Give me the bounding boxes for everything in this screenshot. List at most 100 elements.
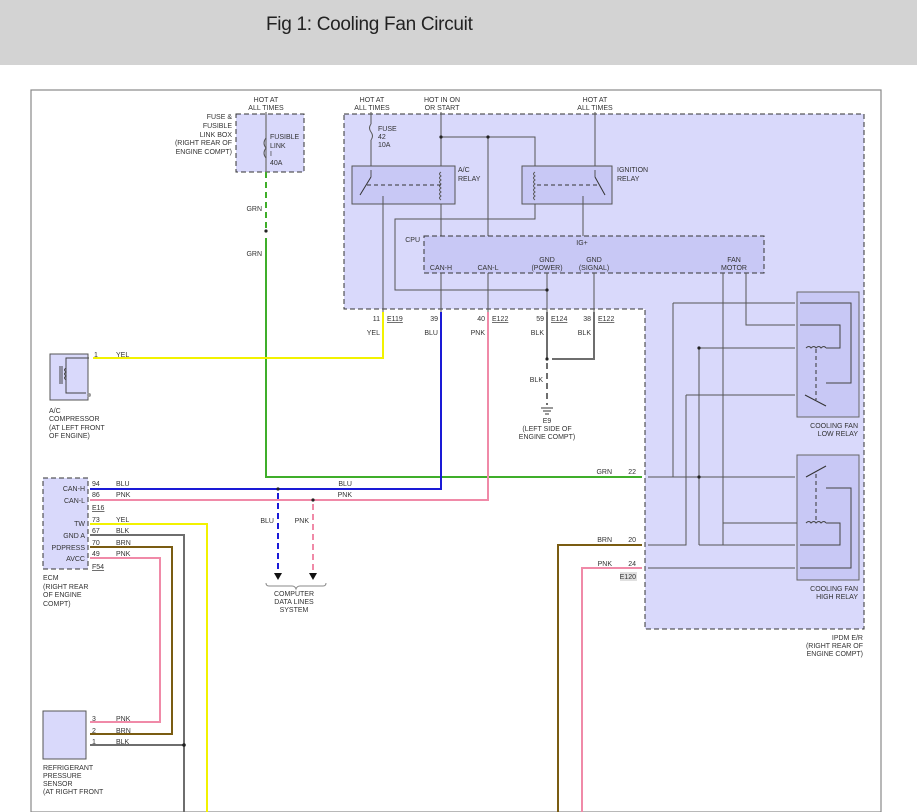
pin-number: 3 xyxy=(92,716,96,723)
wire-color-label: BLU xyxy=(116,481,130,488)
pin-number: 86 xyxy=(92,492,100,499)
ipdm-name-1: IPDM E/R xyxy=(832,635,863,642)
ipdm-supply-left-2: ALL TIMES xyxy=(354,105,390,112)
pin-number: 40 xyxy=(477,316,485,323)
ipdm-name-2: (RIGHT REAR OF xyxy=(806,643,863,650)
wire-color-label: PNK xyxy=(598,561,613,568)
connector-id: E16 xyxy=(92,505,105,512)
wire-color-label: GRN xyxy=(596,469,612,476)
wire-blu-can-h xyxy=(90,312,442,490)
brace-icon xyxy=(265,582,327,591)
cpu-gnd-power-2: (POWER) xyxy=(531,265,562,272)
high-relay-switch-icon xyxy=(805,465,827,478)
wire-color-label: PNK xyxy=(471,330,486,337)
ign-feed-branch xyxy=(441,136,536,166)
cpu-label: CPU xyxy=(405,237,420,244)
splice-dot xyxy=(264,229,268,233)
ipdm-supply-right-1: HOT AT xyxy=(583,97,608,104)
ecm-name-1: ECM xyxy=(43,575,59,582)
wire-color-label: PNK xyxy=(295,518,310,525)
cpu-fan-motor-1: FAN xyxy=(727,257,741,264)
figure-header: Fig 1: Cooling Fan Circuit xyxy=(0,0,917,65)
compressor-name-1: A/C xyxy=(49,408,61,415)
pin-number: 39 xyxy=(430,316,438,323)
connector-id: E122 xyxy=(492,316,508,323)
wire-pnk-avcc xyxy=(90,557,161,723)
ac-relay-coil-icon xyxy=(439,171,442,201)
wire-label-grn-1: GRN xyxy=(246,206,262,213)
ground-stud-icon xyxy=(87,393,91,397)
wire-color-label: BRN xyxy=(116,540,131,547)
ecm-pin-name: CAN-H xyxy=(63,486,85,493)
compressor-name-2: COMPRESSOR xyxy=(49,416,100,423)
ecm-name-2: (RIGHT REAR xyxy=(43,584,88,591)
low-relay-coil-icon xyxy=(805,346,827,349)
splice-dot xyxy=(486,135,490,139)
wire-color-label: BLK xyxy=(116,528,130,535)
ecm-name-3: OF ENGINE xyxy=(43,592,82,599)
wire-color-label: BRN xyxy=(597,537,612,544)
pin-number: 20 xyxy=(628,537,636,544)
fusible-link-icon xyxy=(263,137,267,159)
fuse-link-box: HOT AT ALL TIMES FUSE & FUSIBLE LINK BOX… xyxy=(175,97,305,173)
wire-color-label: PNK xyxy=(116,492,131,499)
fan-motor-wire-2 xyxy=(745,273,795,326)
wire-yel-tw xyxy=(90,523,208,812)
splice-dot xyxy=(439,135,443,139)
cpu-can-l-label: CAN-L xyxy=(477,265,498,272)
ign-relay-label-1: IGNITION xyxy=(617,167,648,174)
data-lines-name-2: DATA LINES xyxy=(274,599,314,606)
fusible-link-label-4: 40A xyxy=(270,160,283,167)
ecm-outline xyxy=(42,477,89,570)
low-relay-switch-icon xyxy=(804,394,827,407)
low-relay-label-2: LOW RELAY xyxy=(818,431,859,438)
wire-color-label: BLU xyxy=(338,481,352,488)
pin-number: 1 xyxy=(92,739,96,746)
compressor-body xyxy=(49,353,89,401)
pin-number: 94 xyxy=(92,481,100,488)
cpu-gnd-signal-1: GND xyxy=(586,257,602,264)
ac-relay-label-2: RELAY xyxy=(458,176,481,183)
low-relay-coil-return xyxy=(800,324,841,349)
wire-brn-pdpress xyxy=(90,546,173,735)
pin-number: 59 xyxy=(536,316,544,323)
fuse-42-icon xyxy=(369,123,373,141)
ac-relay-label-1: A/C xyxy=(458,167,470,174)
high-relay-label-2: HIGH RELAY xyxy=(816,594,858,601)
fuse-box-name-5: ENGINE COMPT) xyxy=(176,149,232,156)
wire-color-label: BLK xyxy=(116,739,130,746)
splice-dot xyxy=(276,487,280,491)
pin-number: 70 xyxy=(92,540,100,547)
arrow-down-icon xyxy=(274,573,282,580)
pin-number: 49 xyxy=(92,551,100,558)
data-lines-name-3: SYSTEM xyxy=(280,607,309,614)
splice-dot xyxy=(697,475,701,479)
ecm-pin-name: TW xyxy=(74,521,85,528)
refrigerant-pressure-sensor xyxy=(42,710,87,760)
ipdm-bottom-pins: 11 E119 YEL 39 BLU 40 E122 PNK 59 E124 B… xyxy=(367,316,615,337)
wire-label-grn-2: GRN xyxy=(246,251,262,258)
brn-internal xyxy=(648,395,687,546)
fuse-box-supply-2: ALL TIMES xyxy=(248,105,284,112)
wire-color-label: YEL xyxy=(116,517,129,524)
connector-id-bg xyxy=(620,572,637,581)
arrow-down-icon xyxy=(309,573,317,580)
compressor-clutch-coil-icon xyxy=(64,367,67,381)
fuse-42-label-2: 42 xyxy=(378,134,386,141)
wire-color-label: PNK xyxy=(338,492,353,499)
wire-color-label: BLU xyxy=(260,518,274,525)
ign-relay-gnd xyxy=(394,204,547,291)
connector-id: E119 xyxy=(387,316,403,323)
ecm-pin-name: CAN-L xyxy=(64,498,85,505)
ipdm-supply-mid-1: HOT IN ON xyxy=(424,97,460,104)
cooling-fan-low-relay xyxy=(796,291,860,418)
fuse-box-outline xyxy=(235,113,305,173)
sensor-name-4: (AT RIGHT FRONT xyxy=(43,789,104,796)
wire-brn-high xyxy=(557,544,642,812)
wire-blk-gnd-signal xyxy=(552,312,595,360)
compressor-pin: 1 xyxy=(94,352,98,359)
figure-title: Fig 1: Cooling Fan Circuit xyxy=(266,14,473,35)
ipdm-supply-right-2: ALL TIMES xyxy=(577,105,613,112)
wire-color-label: YEL xyxy=(367,330,380,337)
wire-yel-compressor xyxy=(93,312,384,359)
